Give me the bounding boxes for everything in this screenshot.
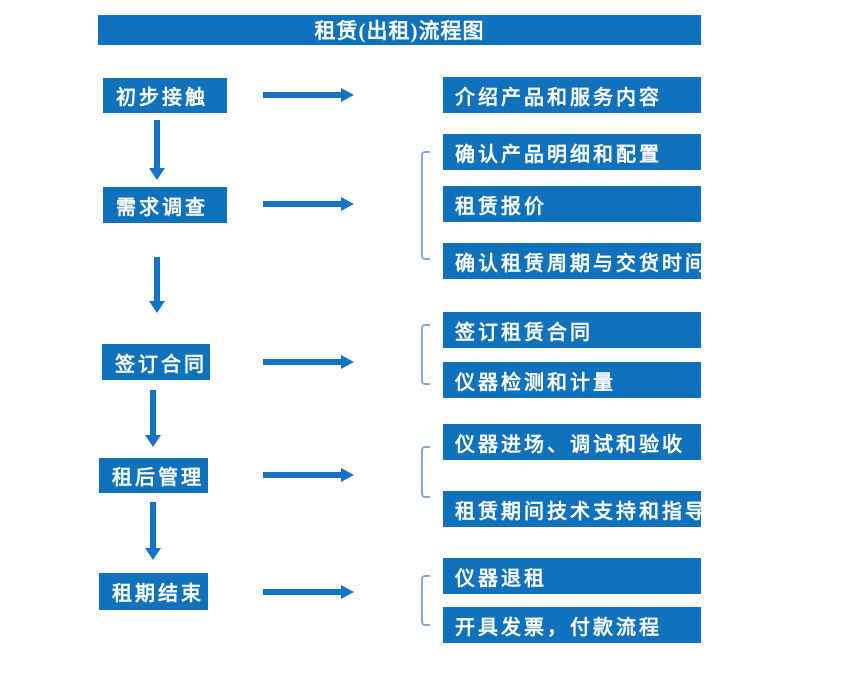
group-bracket xyxy=(421,324,430,385)
flowchart-title: 租赁(出租)流程图 xyxy=(98,15,701,45)
arrow-shaft xyxy=(154,120,160,168)
down-arrow-icon xyxy=(145,502,161,560)
right-arrow-icon xyxy=(263,197,354,211)
down-arrow-icon xyxy=(149,120,165,180)
arrow-head xyxy=(341,585,354,599)
arrow-shaft xyxy=(150,390,156,435)
arrow-head xyxy=(145,435,161,447)
detail-box-confirm-product-spec: 确认产品明细和配置 xyxy=(443,134,701,170)
arrow-shaft xyxy=(263,472,341,478)
arrow-head xyxy=(341,88,354,102)
detail-box-instrument-setup: 仪器进场、调试和验收 xyxy=(443,424,701,460)
arrow-shaft xyxy=(263,92,341,98)
arrow-head xyxy=(341,197,354,211)
detail-box-instrument-testing: 仪器检测和计量 xyxy=(443,362,701,398)
right-arrow-icon xyxy=(263,355,354,369)
arrow-head xyxy=(149,168,165,180)
arrow-shaft xyxy=(263,589,341,595)
group-bracket xyxy=(421,446,430,498)
group-bracket xyxy=(421,151,430,260)
detail-box-sign-rental-contract: 签订租赁合同 xyxy=(443,312,701,348)
arrow-head xyxy=(149,301,165,313)
arrow-shaft xyxy=(263,201,341,207)
arrow-shaft xyxy=(263,359,341,365)
step-box-initial-contact: 初步接触 xyxy=(103,78,227,113)
group-bracket xyxy=(421,575,430,626)
step-box-rental-end: 租期结束 xyxy=(99,573,208,610)
step-box-demand-survey: 需求调查 xyxy=(103,187,227,223)
detail-box-rental-quote: 租赁报价 xyxy=(443,186,701,222)
arrow-shaft xyxy=(154,257,160,301)
step-box-sign-contract: 签订合同 xyxy=(102,344,210,380)
detail-box-introduce-products: 介绍产品和服务内容 xyxy=(443,77,701,113)
detail-box-invoice-payment: 开具发票，付款流程 xyxy=(443,607,701,643)
detail-box-instrument-return: 仪器退租 xyxy=(443,558,701,594)
detail-box-tech-support: 租赁期间技术支持和指导 xyxy=(443,491,705,527)
down-arrow-icon xyxy=(145,390,161,447)
right-arrow-icon xyxy=(263,585,354,599)
arrow-head xyxy=(341,355,354,369)
step-box-post-rental-mgmt: 租后管理 xyxy=(99,458,208,493)
right-arrow-icon xyxy=(263,88,354,102)
down-arrow-icon xyxy=(149,257,165,313)
arrow-head xyxy=(341,468,354,482)
arrow-shaft xyxy=(150,502,156,548)
arrow-head xyxy=(145,548,161,560)
right-arrow-icon xyxy=(263,468,354,482)
detail-box-confirm-period: 确认租赁周期与交货时间 xyxy=(443,243,705,279)
